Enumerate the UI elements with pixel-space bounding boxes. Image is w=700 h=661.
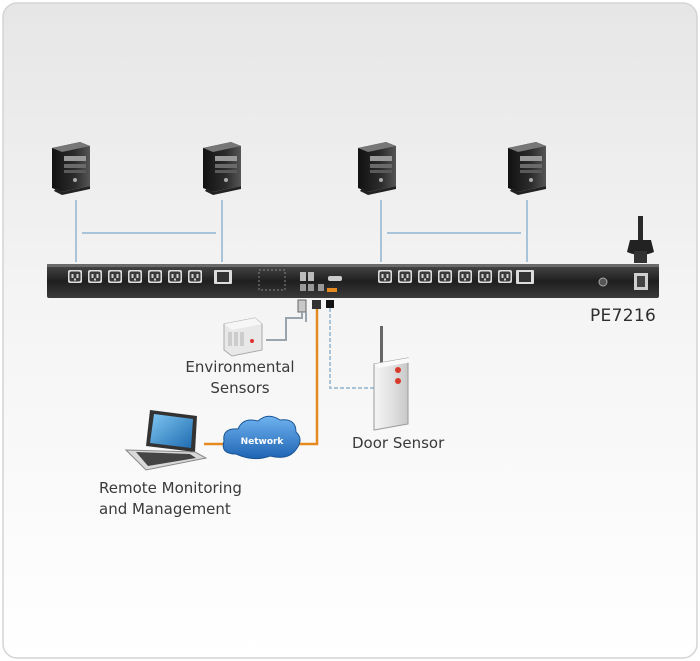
pdu-icon <box>47 264 659 298</box>
door-sensor-cable <box>329 308 374 389</box>
door-sensor-icon <box>373 326 412 431</box>
remote-monitoring-label: Remote Monitoring and Management <box>99 478 242 520</box>
device-model-label: PE7216 <box>590 306 657 326</box>
door-sensor-label: Door Sensor <box>352 434 445 452</box>
server-tower-icon <box>203 142 241 195</box>
remote-label-line2: and Management <box>99 500 231 518</box>
environmental-label-line1: Environmental <box>185 358 295 376</box>
laptop-icon <box>124 410 208 471</box>
network-cloud-icon: Network <box>222 415 301 460</box>
network-plug <box>312 300 321 309</box>
environmental-label-line2: Sensors <box>210 379 270 397</box>
antenna-icon <box>627 216 654 263</box>
server-tower-icon <box>52 142 90 195</box>
server-tower-icon <box>508 142 546 195</box>
remote-label-line1: Remote Monitoring <box>99 479 242 497</box>
sensor-plug <box>297 299 307 313</box>
server-power-cables <box>75 200 528 262</box>
door-plug <box>326 300 334 308</box>
network-cable-pdu <box>292 309 319 446</box>
environmental-sensors-label: Environmental Sensors <box>178 357 302 399</box>
temperature-sensor-icon <box>223 317 263 357</box>
server-tower-icon <box>358 142 396 195</box>
environmental-sensor-cable <box>266 312 307 341</box>
network-label: Network <box>241 437 285 447</box>
